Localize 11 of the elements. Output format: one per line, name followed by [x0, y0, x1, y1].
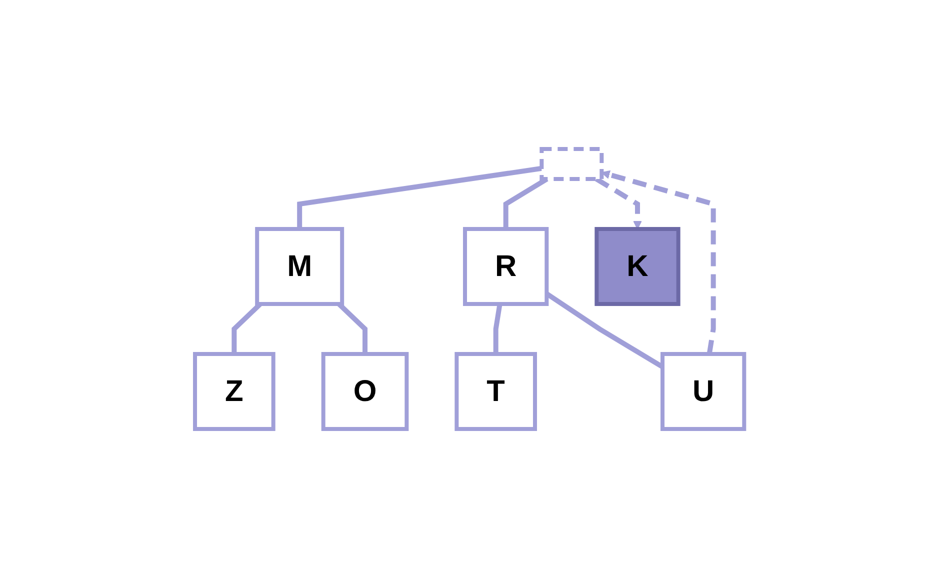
node-box: Z — [192, 352, 276, 430]
node-box: T — [454, 352, 537, 430]
node-box: U — [660, 352, 746, 430]
node-box: K — [594, 226, 680, 306]
node-box — [540, 146, 604, 180]
node-box: M — [255, 226, 344, 306]
node-box: O — [321, 352, 409, 430]
node-box: R — [462, 226, 549, 306]
arrow — [594, 176, 642, 229]
connector — [297, 165, 542, 228]
connector — [493, 303, 502, 354]
